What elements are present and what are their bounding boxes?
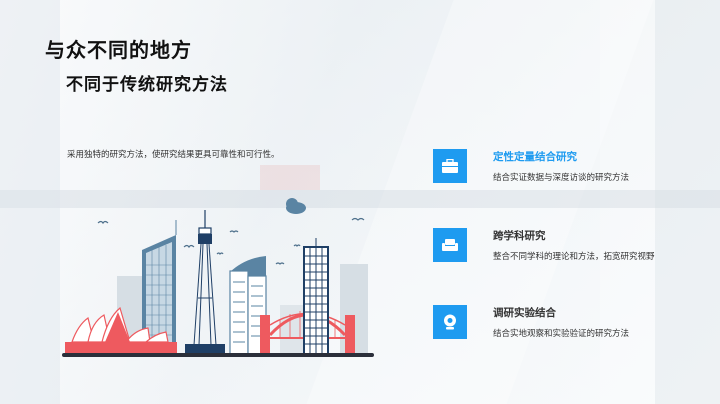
feature-icon-box	[433, 149, 467, 183]
sofa-icon	[442, 238, 458, 251]
briefcase-icon	[442, 159, 458, 173]
feature-description: 结合实证数据与深度访谈的研究方法	[493, 173, 630, 183]
feature-title: 定性定量结合研究	[493, 151, 577, 163]
feature-title: 调研实验结合	[493, 307, 556, 319]
feature-description: 整合不同学科的理论和方法，拓宽研究视野	[493, 252, 655, 262]
city-skyline-illustration	[62, 198, 374, 357]
slide-subtitle: 不同于传统研究方法	[66, 75, 228, 95]
webcam-icon	[444, 314, 456, 330]
feature-icon-box	[433, 305, 467, 339]
feature-description: 结合实地观察和实验验证的研究方法	[493, 329, 630, 339]
feature-icon-box	[433, 228, 467, 262]
feature-title: 跨学科研究	[493, 230, 546, 242]
slide-description: 采用独特的研究方法，使研究结果更具可靠性和可行性。	[67, 150, 280, 160]
cloud-icon	[286, 198, 306, 214]
slide-title: 与众不同的地方	[45, 38, 192, 62]
birds-icon	[97, 217, 365, 265]
